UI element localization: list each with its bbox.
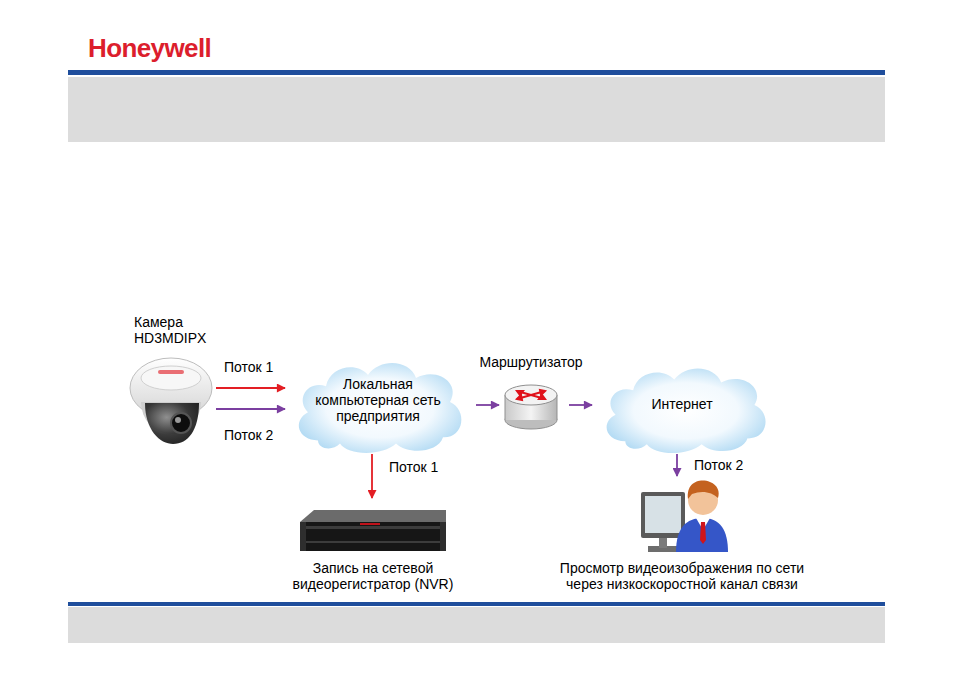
node-label: Интернет — [626, 396, 738, 412]
stream-label: Поток 2 — [224, 427, 273, 443]
footer-band — [68, 607, 885, 643]
camera-lens — [171, 413, 191, 433]
stream-arrow — [569, 404, 592, 406]
person-hair — [688, 481, 719, 499]
node-text-box: Камера HD3MDIPX — [134, 314, 229, 346]
node-text-box: Локальная компьютерная сеть предприятия — [310, 376, 446, 424]
person-body — [676, 518, 728, 552]
cloud-shape — [607, 368, 766, 453]
stream-arrow — [216, 408, 285, 410]
device-node: Запись на сетевой видеорегистратор (NVR) — [298, 508, 448, 552]
user-workstation — [641, 481, 728, 552]
camera-dome — [145, 403, 199, 444]
router-arrowhead — [540, 390, 545, 395]
router-top — [505, 385, 557, 405]
nvr-top — [300, 510, 446, 522]
device-node: Камера HD3MDIPX — [130, 356, 212, 448]
node-text-box: Запись на сетевой видеорегистратор (NVR) — [266, 560, 480, 592]
person-tie — [700, 522, 706, 544]
router-symbol — [505, 385, 557, 429]
nvr-handle — [300, 522, 306, 551]
nvr-unit — [300, 510, 446, 551]
node-text-box: Интернет — [626, 396, 738, 412]
nvr-handle — [440, 522, 446, 551]
title-band — [68, 77, 885, 142]
stream-arrow — [476, 404, 499, 406]
network-cloud: Интернет — [596, 358, 772, 456]
node-label: Запись на сетевой видеорегистратор (NVR) — [266, 560, 480, 592]
nvr-front — [300, 522, 446, 551]
stream-arrow — [676, 454, 678, 476]
router-arrowhead — [539, 395, 545, 399]
cloud-shape — [299, 363, 462, 453]
footer-rule — [68, 602, 885, 606]
node-label: Камера HD3MDIPX — [134, 314, 229, 346]
node-label: Локальная компьютерная сеть предприятия — [310, 376, 446, 424]
stream-label: Поток 2 — [694, 457, 743, 473]
node-text-box: Просмотр видеоизображения по сети через … — [546, 560, 818, 592]
node-text-box: Маршрутизатор — [473, 354, 589, 370]
router-edge — [505, 395, 506, 420]
nvr-badge — [360, 523, 380, 525]
router-arrows — [517, 390, 545, 400]
device-node: Просмотр видеоизображения по сети через … — [638, 478, 730, 554]
stream-label: Поток 1 — [389, 459, 438, 475]
lens-glint — [175, 417, 181, 423]
router-edge — [557, 395, 558, 420]
router-arrowhead — [517, 395, 522, 400]
network-cloud: Локальная компьютерная сеть предприятия — [288, 352, 468, 456]
router-arrow — [517, 391, 545, 399]
monitor-screen — [645, 496, 681, 533]
dome-camera — [130, 358, 212, 444]
camera-top — [141, 366, 201, 390]
stream-arrow — [371, 454, 373, 498]
brand-logo: Honeywell — [88, 33, 211, 64]
device-node: Маршрутизатор — [503, 380, 559, 432]
router-arrowhead — [517, 391, 523, 395]
stream-arrow — [216, 387, 285, 389]
node-label: Просмотр видеоизображения по сети через … — [546, 560, 818, 592]
nvr-stripe — [304, 541, 442, 543]
monitor-frame — [641, 492, 685, 538]
header-rule — [68, 70, 885, 75]
nvr-stripe — [304, 526, 442, 529]
router-arrow — [517, 391, 545, 399]
camera-badge — [158, 370, 184, 374]
stream-label: Поток 1 — [224, 359, 273, 375]
node-label: Маршрутизатор — [473, 354, 589, 370]
